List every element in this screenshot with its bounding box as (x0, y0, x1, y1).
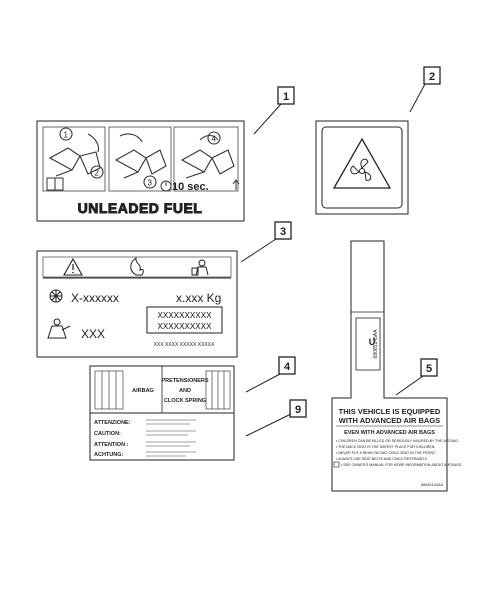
and-text: AND (179, 388, 191, 394)
callout-4: 4 (245, 356, 296, 393)
airbag-pretensioner-label: AIRBAG PRETENSIONERS AND CLOCK SPRING AT… (89, 365, 235, 461)
warning-fine-lines (146, 419, 196, 457)
airbag-text: AIRBAG (132, 388, 154, 394)
bullet-4: • ALWAYS USE SEAT BELTS AND CHILD RESTRA… (336, 457, 428, 461)
bar-letter: U (369, 337, 376, 347)
airbag-warning-grid (94, 370, 124, 410)
callout-5-number: 5 (426, 363, 432, 375)
code-box-line-1: XXXXXXXXXX (157, 311, 212, 321)
callout-2: 2 (409, 66, 441, 113)
callout-5: 5 (395, 358, 438, 396)
warning-english: CAUTION: (94, 431, 121, 437)
up-arrow-head (232, 179, 240, 185)
callout-2-number: 2 (429, 71, 435, 83)
bullet-1: • CHILDREN CAN BE KILLED OR SERIOUSLY IN… (336, 439, 459, 443)
headline-2: WITH ADVANCED AIR BAGS (339, 416, 440, 425)
timer-icon (160, 180, 172, 192)
fan-warning-label (315, 120, 409, 215)
callout-3-number: 3 (280, 226, 286, 238)
unleaded-fuel-text: UNLEADED FUEL (78, 200, 203, 216)
bullet-5: • SEE OWNER'S MANUAL FOR MORE INFORMATIO… (341, 463, 462, 467)
callout-9: 9 (245, 399, 307, 437)
caution-triangle-icon (63, 257, 83, 276)
advanced-airbag-label: U 68085145AA THIS VEHICLE IS EQUIPPED WI… (331, 240, 462, 492)
callout-1: 1 (253, 86, 295, 135)
pretensioners-text: PRETENSIONERS (161, 378, 208, 384)
ac-snowflake-icon (49, 289, 63, 303)
fuel-label: 1 2 3 4 10 sec. (36, 120, 245, 222)
timer-text: 10 sec. (172, 181, 209, 193)
warning-triangle-icon (332, 137, 392, 189)
bullet-2: • THE BACK SEAT IS THE SAFEST PLACE FOR … (336, 445, 435, 449)
headline-1: THIS VEHICLE IS EQUIPPED (339, 407, 441, 416)
bullet-3: • NEVER PUT A REAR-FACING CHILD SEAT IN … (336, 451, 436, 455)
refrigerant-code: X-xxxxxx (71, 291, 119, 305)
bar-code-strip (355, 317, 381, 371)
fuel-nozzle-icon (48, 127, 104, 179)
subhead: EVEN WITH ADVANCED AIR BAGS (344, 430, 435, 436)
callout-1-number: 1 (283, 91, 289, 103)
callout-3: 3 (240, 221, 292, 263)
refrigerant-label: X-xxxxxx x.xxx Kg XXXXXXXXXX XXXXXXXXXX … (36, 250, 238, 358)
oil-can-icon (47, 318, 71, 339)
manual-book-icon (333, 461, 340, 468)
fuel-nozzle-icon (114, 133, 167, 189)
step-number-2: 2 (95, 169, 100, 178)
clock-spring-text: CLOCK SPRING (164, 398, 206, 404)
step-number-3: 3 (148, 179, 153, 188)
warning-french: ATTENTION : (94, 442, 129, 448)
callout-9-number: 9 (295, 404, 301, 416)
refrigerant-weight: x.xxx Kg (176, 291, 221, 305)
step-number-1: 1 (64, 131, 69, 140)
fuel-nozzle-icon (180, 131, 235, 179)
step-number-4: 4 (212, 135, 217, 144)
callout-4-number: 4 (284, 361, 291, 373)
part-code-vertical: 68085145AA (373, 329, 379, 359)
fine-print-code: XXX XXXX XXXXX XXXXX (154, 342, 216, 348)
oil-code: XXX (81, 327, 105, 341)
fan-icon (350, 158, 372, 181)
flame-icon (130, 256, 144, 276)
warning-german: ACHTUNG: (94, 452, 123, 458)
code-box-line-2: XXXXXXXXXX (157, 322, 212, 332)
warning-italian: ATTENZIONE: (94, 420, 131, 426)
footer-code: 68084142AA (421, 483, 443, 487)
pretensioner-warning-grid (205, 370, 231, 410)
technician-manual-icon (191, 259, 209, 276)
manual-book-icon (46, 177, 64, 191)
